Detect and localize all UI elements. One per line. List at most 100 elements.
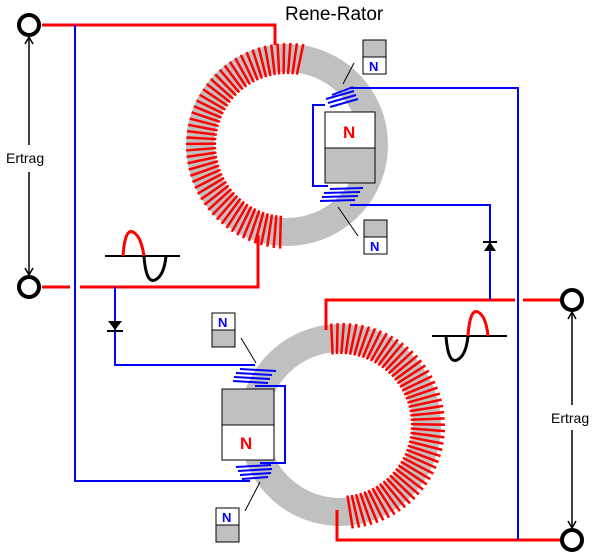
top-magnet-north-label: N (343, 123, 355, 142)
winding-turn (272, 215, 278, 248)
winding-turn (329, 323, 334, 355)
winding-turn (211, 191, 236, 216)
winding-turn (397, 464, 428, 486)
winding-turn (230, 203, 249, 233)
right-output-label: Ertrag (551, 410, 589, 426)
top-output-winding (185, 42, 305, 249)
winding-turn (378, 482, 401, 512)
winding-turn (278, 215, 283, 249)
winding-turn (399, 369, 430, 388)
winding-turn (410, 431, 445, 439)
winding-turn (193, 105, 222, 119)
bottom-toroid (239, 322, 446, 529)
winding-turn (396, 364, 427, 385)
winding-turn (403, 380, 436, 396)
winding-turn (196, 99, 224, 115)
winding-turn (199, 93, 227, 111)
winding-turn (251, 49, 264, 79)
winding-turn (187, 155, 218, 165)
winding-turn (371, 487, 391, 519)
winding-turn (391, 354, 419, 378)
top-magnet-loop (312, 104, 328, 187)
control-wiring (74, 25, 519, 540)
sensor-magnet-bottom-upper: N (211, 312, 257, 364)
winding-turn (215, 194, 239, 221)
winding-turn (409, 435, 444, 445)
winding-turn (407, 444, 441, 458)
winding-turn (257, 47, 268, 78)
wire-left-diode-branch (114, 287, 255, 366)
wire-right-bus (350, 87, 519, 540)
winding-turn (400, 460, 431, 481)
winding-turn (359, 492, 373, 526)
winding-turn (200, 180, 227, 201)
winding-turn (209, 78, 234, 100)
winding-turn (189, 164, 220, 177)
winding-turn (365, 330, 383, 360)
output-wiring (42, 23, 560, 542)
sensor-magnet-bottom-lower: N (215, 481, 261, 543)
winding-turn (187, 123, 218, 132)
winding-turn (188, 160, 219, 171)
winding-turn (218, 68, 241, 94)
sensor-north-label: N (369, 59, 378, 74)
wire-bottom-winding-end (335, 510, 560, 542)
winding-turn (247, 209, 261, 242)
winding-turn (402, 456, 434, 475)
right-sine-symbol (432, 310, 507, 362)
terminal-bottom-left[interactable] (17, 275, 41, 299)
winding-turn (357, 326, 371, 357)
winding-turn (225, 200, 246, 229)
winding-turn (186, 151, 217, 159)
winding-turn (236, 205, 253, 236)
sensor-magnet-top-upper: N (342, 39, 387, 85)
winding-turn (353, 324, 364, 356)
right-diode (483, 241, 497, 251)
winding-turn (234, 57, 252, 86)
winding-turn (269, 44, 276, 76)
winding-turn (385, 477, 411, 505)
sensor-magnet-top-lower: N (337, 206, 388, 255)
winding-turn (228, 61, 248, 88)
winding-turn (406, 448, 439, 464)
winding-turn (408, 440, 443, 452)
winding-turn (401, 375, 433, 392)
winding-turn (404, 452, 437, 470)
winding-turn (344, 323, 352, 355)
winding-turn (259, 213, 269, 246)
terminal-bottom-right[interactable] (560, 528, 584, 552)
bottom-upper-control-coil (232, 368, 277, 384)
winding-turn (408, 398, 442, 409)
winding-turn (392, 471, 420, 496)
winding-turn (191, 111, 221, 124)
winding-turn (387, 350, 414, 375)
winding-turn (394, 359, 423, 381)
sensor-north-label: N (218, 315, 227, 330)
bottom-lower-control-coil (235, 464, 273, 480)
top-lower-control-coil (319, 187, 364, 202)
sensor-north-label: N (222, 510, 231, 525)
winding-turn (202, 88, 229, 107)
bottom-magnet-loop (255, 385, 286, 464)
winding-turn (340, 322, 346, 355)
control-coils (232, 86, 364, 480)
left-diode (107, 321, 123, 332)
terminal-top-right[interactable] (560, 288, 584, 312)
winding-turn (407, 392, 441, 404)
winding-turn (346, 495, 355, 529)
left-output-label: Ertrag (6, 150, 44, 166)
wire-top-winding-start (42, 23, 277, 45)
winding-turn (410, 410, 445, 417)
winding-turn (395, 467, 424, 491)
winding-turn (373, 335, 394, 364)
wire-left-bus (74, 25, 250, 482)
winding-turn (241, 208, 257, 239)
terminal-top-left[interactable] (17, 13, 41, 37)
top-main-magnet: N (324, 111, 376, 184)
winding-turn (369, 332, 388, 362)
winding-turn (220, 197, 242, 225)
winding-turn (361, 327, 377, 359)
winding-turn (189, 117, 219, 128)
winding-turn (291, 43, 299, 75)
winding-turn (276, 43, 281, 75)
